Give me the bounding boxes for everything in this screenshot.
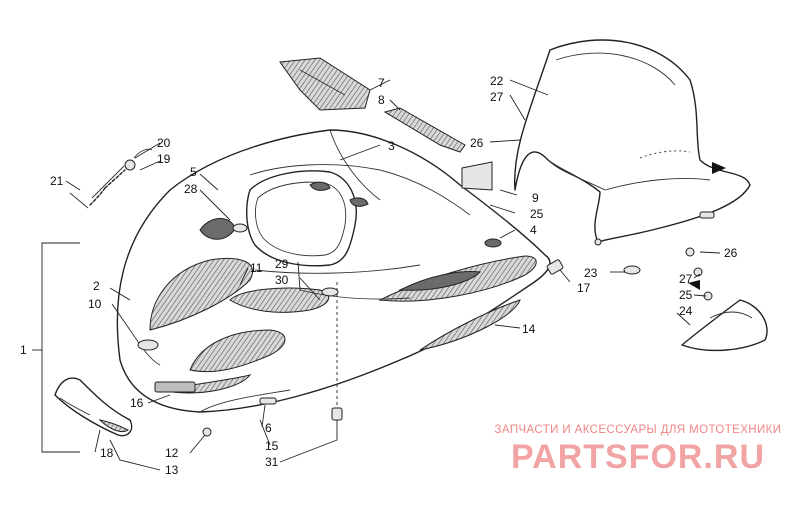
callout-23: 23: [584, 266, 598, 280]
grille-strip: [383, 107, 466, 153]
windshield: [513, 39, 751, 246]
watermark-logo: PARTSFOR.RU: [510, 438, 766, 476]
callout-12: 12: [165, 446, 179, 460]
watermark: ЗАПЧАСТИ И АКСЕССУАРЫ ДЛЯ МОТОТЕХНИКИ PA…: [488, 424, 788, 476]
callout-18: 18: [100, 446, 114, 460]
callout-1: 1: [20, 343, 27, 357]
callout-17: 17: [577, 281, 591, 295]
callout-20: 20: [157, 136, 171, 150]
callout-3: 3: [388, 139, 395, 153]
callouts: 1 2 10 20 19 21 5 28 7 8 3 22 27 26 9 25…: [20, 74, 738, 477]
callout-29: 29: [275, 257, 289, 271]
hardware-bottom: [202, 407, 343, 437]
vent-grille: [279, 57, 371, 111]
callout-31: 31: [265, 455, 279, 469]
callout-19: 19: [157, 152, 171, 166]
callout-7: 7: [378, 76, 385, 90]
callout-26a: 26: [470, 136, 484, 150]
callout-14: 14: [522, 322, 536, 336]
callout-30: 30: [275, 273, 289, 287]
callout-27a: 27: [490, 90, 504, 104]
callout-9: 9: [532, 191, 539, 205]
callout-25b: 25: [679, 288, 693, 302]
hardware-right: [546, 247, 713, 301]
callout-2: 2: [93, 279, 100, 293]
leader-lines: [32, 79, 721, 471]
watermark-tagline: ЗАПЧАСТИ И АКСЕССУАРЫ ДЛЯ МОТОТЕХНИКИ: [494, 424, 782, 436]
callout-21: 21: [50, 174, 64, 188]
hood-assembly: [116, 129, 551, 413]
callout-22: 22: [490, 74, 504, 88]
small-panel: [461, 161, 493, 191]
callout-16: 16: [130, 396, 144, 410]
callout-28: 28: [184, 182, 198, 196]
callout-26b: 26: [724, 246, 738, 260]
callout-13: 13: [165, 463, 179, 477]
callout-24: 24: [679, 304, 693, 318]
callout-8: 8: [378, 93, 385, 107]
latch-spring: [69, 148, 153, 209]
callout-5: 5: [190, 165, 197, 179]
callout-11: 11: [250, 261, 263, 275]
callout-27b: 27: [679, 272, 693, 286]
callout-15: 15: [265, 439, 279, 453]
callout-25a: 25: [530, 207, 544, 221]
windshield-bracket: [681, 280, 768, 352]
callout-4: 4: [530, 223, 537, 237]
callout-10: 10: [88, 297, 102, 311]
headlight-bracket: [54, 377, 133, 437]
callout-6: 6: [265, 421, 272, 435]
